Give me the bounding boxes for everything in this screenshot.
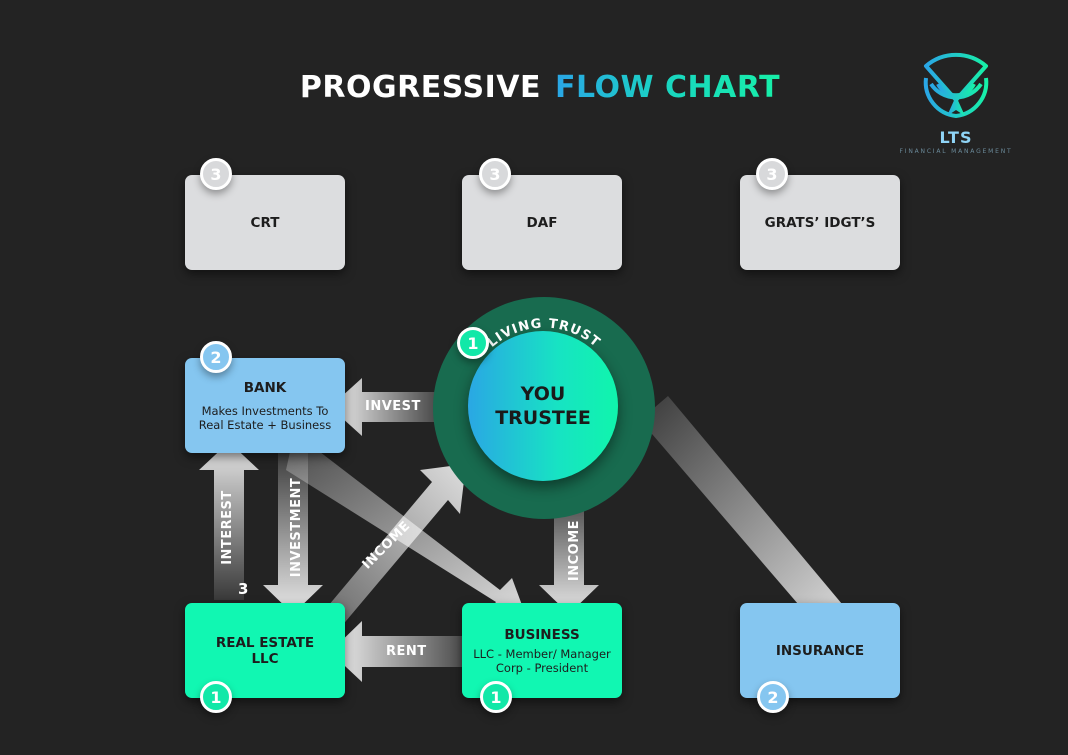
crt-label: CRT (250, 214, 280, 231)
rent-label: RENT (386, 644, 427, 659)
income-diagonal-arrow (300, 464, 466, 640)
insurance-label: INSURANCE (775, 642, 865, 659)
crt-badge: 3 (200, 158, 232, 190)
title-part-1: PROGRESSIVE (299, 70, 541, 105)
bank-sub-2: Real Estate + Business (198, 417, 332, 432)
investment-label: INVESTMENT (289, 477, 305, 578)
rent-arrow (330, 621, 470, 682)
income-down-arrow (539, 490, 599, 614)
business-description: LLC - Member/ Manager Corp - President (473, 647, 611, 675)
daf-label: DAF (526, 214, 558, 231)
crt-box[interactable]: CRT (185, 175, 345, 270)
grats-idgts-label: GRATS’ IDGT’S (764, 214, 876, 231)
business-sub-2: Corp - President (495, 660, 589, 675)
lts-logo: LTS FINANCIAL MANAGEMENT (893, 50, 1019, 155)
business-sub-1: LLC - Member/ Manager (473, 646, 611, 661)
trustee-line-2: TRUSTEE (495, 407, 591, 429)
business-badge: 1 (480, 681, 512, 713)
insurance-badge: 2 (757, 681, 789, 713)
business-label: BUSINESS (504, 626, 580, 643)
trustee-badge: 1 (457, 327, 489, 359)
invest-label: INVEST (365, 399, 421, 414)
invest-arrow (330, 378, 440, 436)
grats-idgts-badge: 3 (756, 158, 788, 190)
you-trustee-circle[interactable]: YOU TRUSTEE (468, 331, 618, 481)
logo-name: LTS (939, 128, 973, 147)
bank-box[interactable]: BANK Makes Investments To Real Estate + … (185, 358, 345, 453)
bank-sub-1: Makes Investments To (201, 403, 329, 418)
title-part-2: FLOW CHART (554, 70, 781, 105)
real-estate-badge: 1 (200, 681, 232, 713)
level-number: 3 (238, 580, 249, 598)
investment-arrow (263, 452, 323, 614)
bank-label: BANK (243, 379, 287, 396)
signal-navigation-icon (923, 52, 989, 119)
bank-description: Makes Investments To Real Estate + Busin… (199, 404, 332, 432)
grats-idgts-box[interactable]: GRATS’ IDGT’S (740, 175, 900, 270)
interest-arrow (199, 442, 259, 600)
bank-badge: 2 (200, 341, 232, 373)
real-estate-line-2: LLC (251, 650, 279, 667)
daf-box[interactable]: DAF (462, 175, 622, 270)
interest-label: INTEREST (219, 490, 235, 565)
income-down-label: INCOME (567, 519, 583, 582)
real-estate-line-1: REAL ESTATE (215, 634, 315, 651)
logo-tagline: FINANCIAL MANAGEMENT (899, 148, 1013, 155)
trustee-line-1: YOU (520, 383, 566, 405)
daf-badge: 3 (479, 158, 511, 190)
page-title: PROGRESSIVE FLOW CHART (0, 70, 1068, 105)
insurance-link-band (640, 396, 842, 604)
